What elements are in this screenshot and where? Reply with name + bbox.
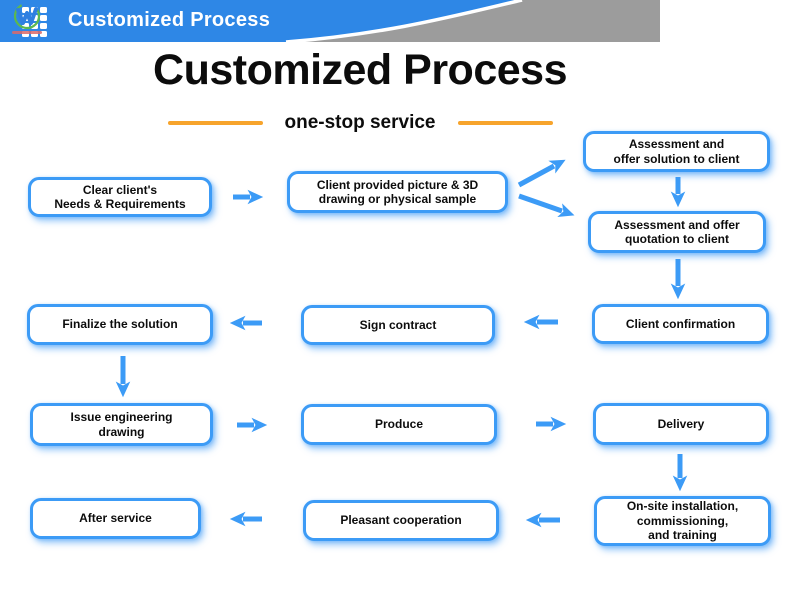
company-logo xyxy=(12,2,42,34)
subtitle-line-right xyxy=(457,121,553,125)
flow-node-clear-needs: Clear client's Needs & Requirements xyxy=(28,177,212,217)
header-title: Customized Process xyxy=(68,9,271,31)
flow-node-pleasant-cooperation: Pleasant cooperation xyxy=(303,500,499,541)
arrow-sample-to-solution xyxy=(517,159,566,188)
header-bar: Customized Process xyxy=(0,0,800,44)
header-background xyxy=(0,0,660,44)
page-title: Customized Process xyxy=(153,46,567,94)
flow-node-after-service: After service xyxy=(30,498,201,539)
flow-node-sign-contract: Sign contract xyxy=(301,305,495,345)
flow-node-client-confirmation: Client confirmation xyxy=(592,304,769,344)
flow-node-client-sample: Client provided picture & 3D drawing or … xyxy=(287,171,508,213)
subtitle-line-left xyxy=(167,121,263,125)
arrow-sample-to-quotation xyxy=(518,193,575,218)
flow-node-onsite-installation: On-site installation, commissioning, and… xyxy=(594,496,771,546)
subtitle-row: one-stop service xyxy=(0,110,720,136)
flow-node-issue-drawing: Issue engineering drawing xyxy=(30,403,213,446)
page-subtitle: one-stop service xyxy=(284,112,436,133)
flow-node-finalize-solution: Finalize the solution xyxy=(27,304,213,345)
flow-node-offer-quotation: Assessment and offer quotation to client xyxy=(588,211,766,253)
flow-node-delivery: Delivery xyxy=(593,403,769,445)
flow-node-produce: Produce xyxy=(301,404,497,445)
flow-node-offer-solution: Assessment and offer solution to client xyxy=(583,131,770,172)
